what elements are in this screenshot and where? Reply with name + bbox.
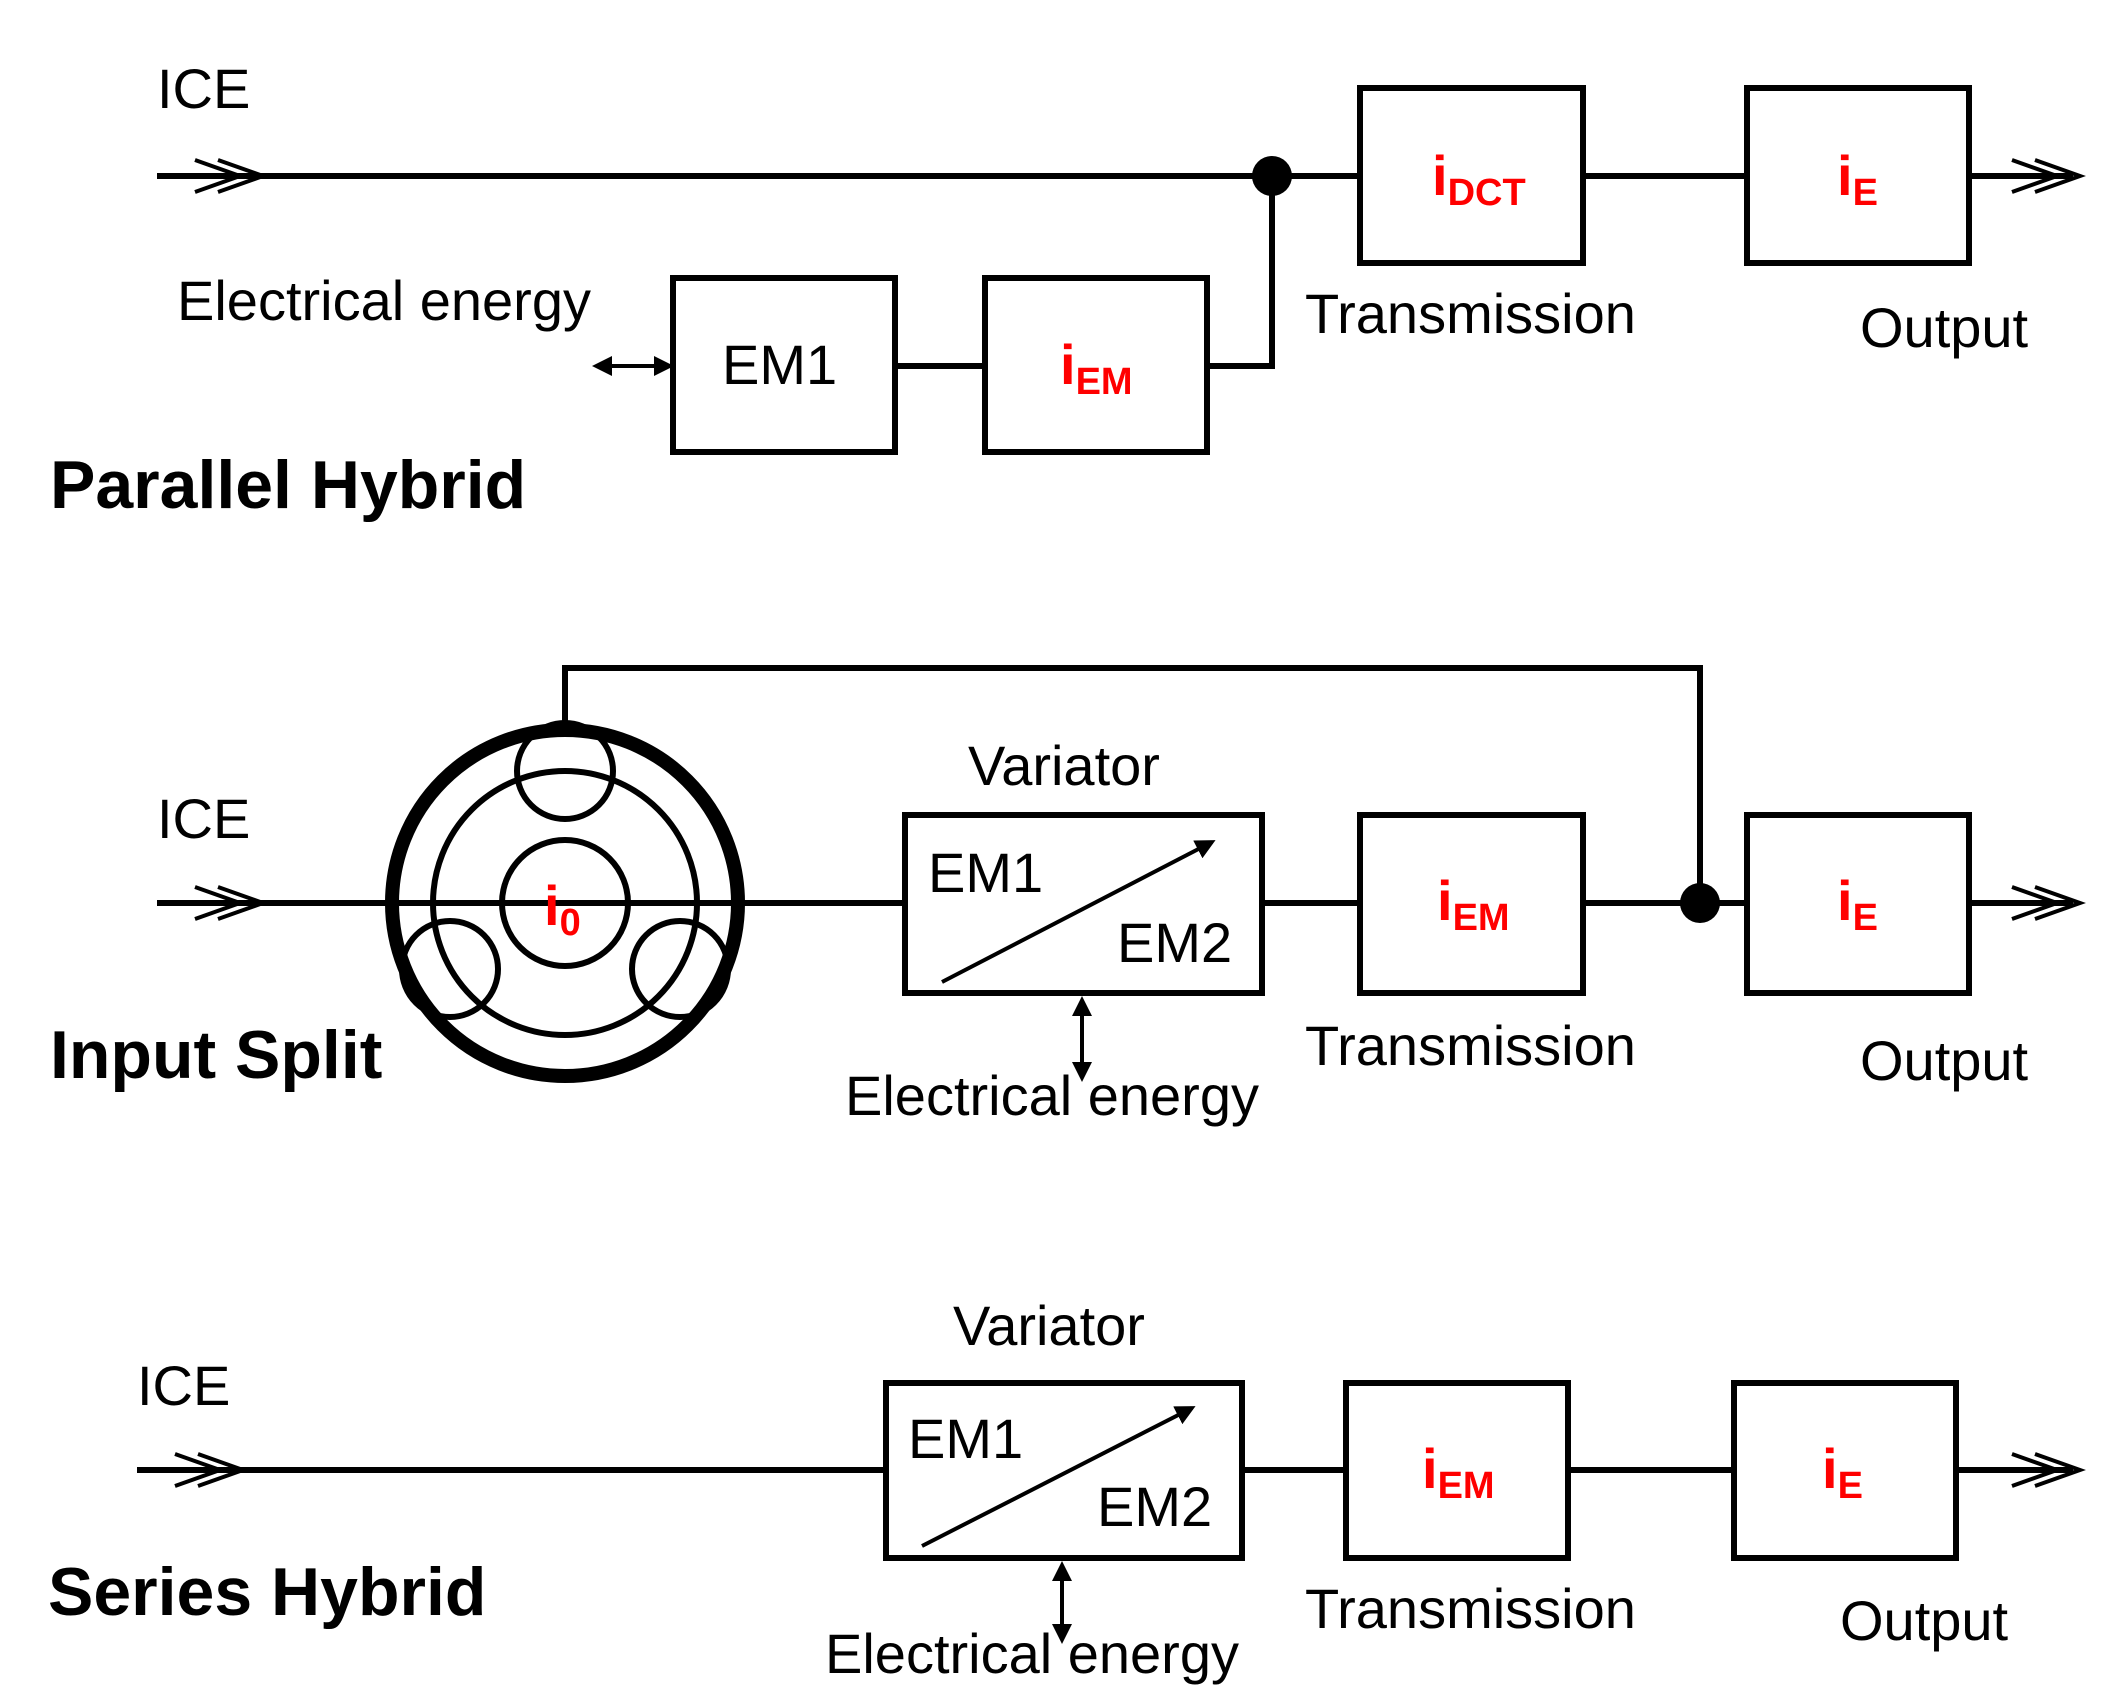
parallel-em-gear-label: iEM — [1060, 333, 1133, 403]
parallel-ice-label: ICE — [157, 57, 250, 120]
input-split-ring-feedback-wire — [562, 665, 1703, 906]
parallel-transmission-label: Transmission — [1305, 282, 1636, 345]
input-split-variator-arrow — [941, 840, 1216, 984]
parallel-dct-gear-label: iDCT — [1432, 144, 1526, 214]
input-split-em-gear-label: iEM — [1437, 869, 1510, 939]
input-split-em2-label: EM2 — [1117, 911, 1232, 974]
parallel-output-label: Output — [1860, 296, 2029, 359]
parallel-electrical-energy-label: Electrical energy — [177, 269, 591, 332]
series-em1-label: EM1 — [908, 1407, 1023, 1470]
parallel-hybrid-title: Parallel Hybrid — [50, 447, 526, 523]
input-split-output-gear-label: iE — [1837, 869, 1878, 939]
input-split-variator-label: Variator — [968, 734, 1160, 797]
parallel-dct-gear-box — [1357, 85, 1586, 266]
series-hybrid-title: Series Hybrid — [48, 1554, 486, 1630]
series-ice-input-arrow — [174, 1452, 226, 1488]
parallel-em-coupling-wire — [1204, 173, 1275, 369]
input-split-title: Input Split — [50, 1017, 382, 1093]
parallel-em1-label: EM1 — [722, 333, 837, 396]
parallel-output-gear-label: iE — [1837, 144, 1878, 214]
input-split-planetary-ratio-label: i0 — [544, 874, 581, 944]
series-output-gear-label: iE — [1822, 1437, 1863, 1507]
parallel-em-gear-box — [982, 275, 1210, 455]
input-split-em-gear-box — [1357, 812, 1586, 996]
series-electrical-energy-label: Electrical energy — [825, 1622, 1239, 1685]
input-split-electrical-energy-label: Electrical energy — [845, 1064, 1259, 1127]
input-split-output-gear-box — [1744, 812, 1972, 996]
input-split-section: ICE i0 Variator EM1 EM2 Electrical energ… — [50, 665, 2086, 1127]
input-split-ice-label: ICE — [157, 787, 250, 850]
series-ice-label: ICE — [137, 1354, 230, 1417]
series-transmission-label: Transmission — [1305, 1577, 1636, 1640]
input-split-junction-dot — [1680, 883, 1720, 923]
series-variator-label: Variator — [953, 1294, 1145, 1357]
input-split-output-arrow — [2011, 885, 2063, 921]
series-em2-label: EM2 — [1097, 1475, 1212, 1538]
series-hybrid-section: ICE Variator EM1 EM2 Electrical energy i… — [48, 1294, 2086, 1685]
parallel-output-arrow — [2011, 158, 2063, 194]
series-variator-arrow — [921, 1406, 1196, 1548]
planetary-gear-icon — [385, 720, 745, 1083]
series-output-arrow — [2011, 1452, 2063, 1488]
input-split-em1-label: EM1 — [928, 841, 1043, 904]
series-output-gear-box — [1731, 1380, 1959, 1561]
parallel-em1-box — [670, 275, 898, 455]
input-split-transmission-label: Transmission — [1305, 1014, 1636, 1077]
series-em-gear-label: iEM — [1422, 1437, 1495, 1507]
parallel-hybrid-section: ICE iDCT iE Transmission Output Electric… — [50, 57, 2086, 523]
series-em-gear-box — [1343, 1380, 1571, 1561]
series-output-label: Output — [1840, 1589, 2009, 1652]
parallel-output-gear-box — [1744, 85, 1972, 266]
input-split-output-label: Output — [1860, 1029, 2029, 1092]
input-split-ice-input-arrow — [194, 885, 246, 921]
